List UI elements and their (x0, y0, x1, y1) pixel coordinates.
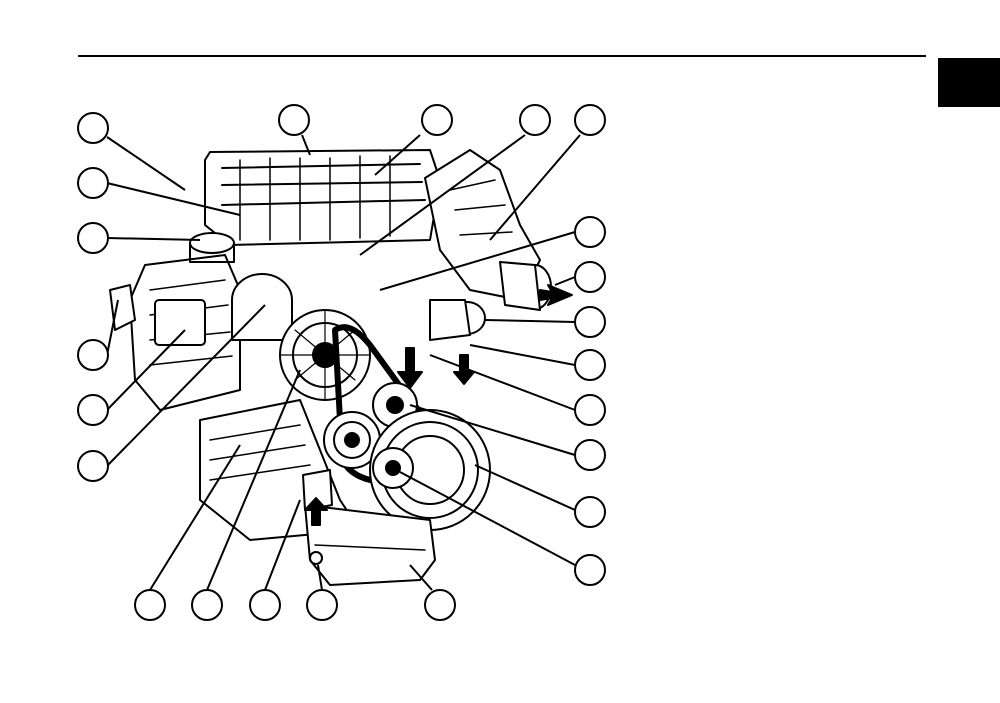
callout-12 (278, 104, 310, 136)
callout-10 (306, 589, 338, 621)
callout-20 (574, 394, 606, 426)
callout-16 (574, 216, 606, 248)
callout-5 (77, 394, 109, 426)
callout-17 (574, 261, 606, 293)
callout-7 (134, 589, 166, 621)
callout-4 (77, 339, 109, 371)
section-tab[interactable] (938, 58, 1000, 107)
callout-8 (191, 589, 223, 621)
callout-leaders (106, 134, 581, 591)
callout-13 (421, 104, 453, 136)
callout-23 (574, 554, 606, 586)
callout-2 (77, 167, 109, 199)
callout-9 (249, 589, 281, 621)
header-rule (78, 55, 926, 57)
callout-18 (574, 306, 606, 338)
callout-14 (519, 104, 551, 136)
callout-22 (574, 496, 606, 528)
engine-drawing (109, 149, 573, 586)
callout-19 (574, 349, 606, 381)
callout-6 (77, 450, 109, 482)
callout-11 (424, 589, 456, 621)
callout-1 (77, 112, 109, 144)
callout-15 (574, 104, 606, 136)
callout-markers (77, 104, 606, 621)
callout-3 (77, 222, 109, 254)
callout-21 (574, 439, 606, 471)
